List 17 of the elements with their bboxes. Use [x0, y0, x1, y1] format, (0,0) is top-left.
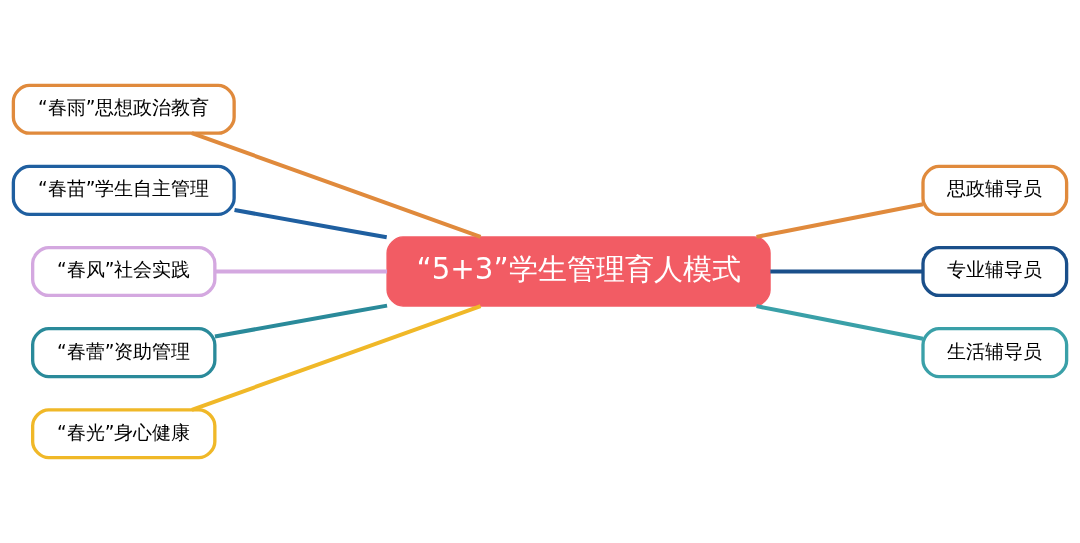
node-box: 生活辅导员 — [921, 327, 1069, 379]
node-box: “春蕾”资助管理 — [31, 327, 217, 379]
node-box: “春苗”学生自主管理 — [11, 164, 236, 216]
connector — [191, 304, 482, 412]
node-box: “春风”社会实践 — [31, 245, 217, 298]
connector — [756, 202, 924, 239]
node-box: 思政辅导员 — [921, 164, 1069, 216]
connector — [756, 304, 924, 341]
connector — [234, 208, 388, 240]
node-box: 专业辅导员 — [921, 245, 1069, 298]
node-box: “5+3”学生管理育人模式 — [386, 236, 771, 307]
connector — [214, 269, 388, 274]
node-box: “春光”身心健康 — [31, 408, 217, 460]
connector — [770, 269, 923, 274]
connector — [214, 303, 388, 339]
node-box: “春雨”思想政治教育 — [11, 83, 236, 135]
connector — [191, 131, 482, 239]
